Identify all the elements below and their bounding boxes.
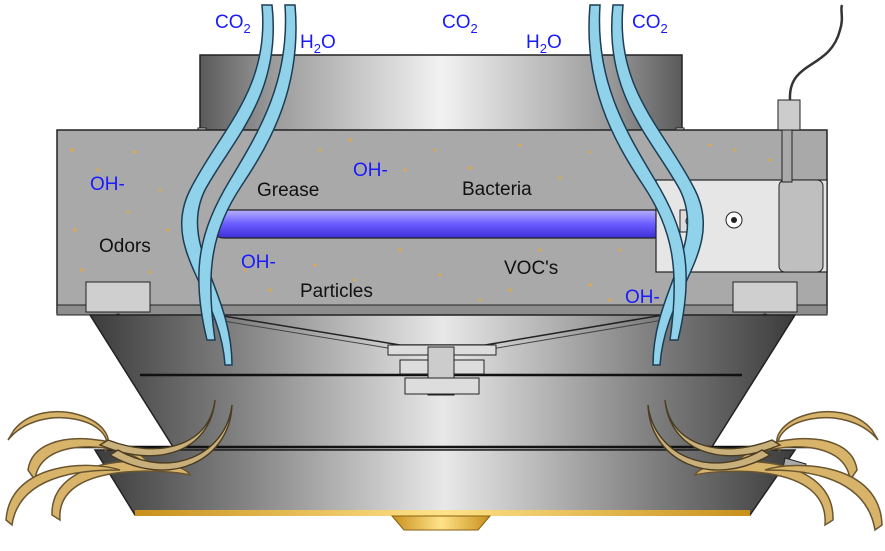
oh-label-3: OH-	[241, 252, 276, 273]
vocs-label: VOC's	[504, 258, 558, 279]
particles-label: Particles	[300, 281, 373, 302]
contaminant-labels: Grease Bacteria Odors Particles VOC's	[99, 179, 558, 302]
grease-speckles	[70, 138, 772, 302]
exhaust-stream-right-2	[588, 4, 687, 341]
co2-label-center: CO2	[442, 12, 478, 36]
intake-stream-right-4	[764, 464, 883, 532]
drip-tray	[93, 449, 807, 531]
odors-label: Odors	[99, 236, 151, 257]
oh-label-4: OH-	[625, 287, 660, 308]
inner-stream-left-2	[108, 404, 233, 471]
inner-stream-right-2	[647, 404, 772, 471]
co2-label-left: CO2	[215, 12, 251, 36]
uv-lamp	[209, 209, 669, 239]
hood-funnel	[55, 312, 830, 451]
power-cord	[788, 4, 844, 101]
intake-stream-left-4	[5, 464, 121, 527]
inner-stream-left-1	[98, 399, 216, 457]
gas-labels: CO2 CO2 CO2 H2O H2O	[215, 12, 668, 56]
center-bracket	[387, 344, 497, 396]
h2o-label-left: H2O	[300, 32, 336, 56]
exhaust-streams	[180, 4, 705, 366]
h2o-label-right: H2O	[526, 32, 562, 56]
intake-stream-right-3	[693, 460, 834, 527]
bacteria-label: Bacteria	[462, 179, 532, 200]
oh-label-2: OH-	[353, 160, 388, 181]
intake-stream-right-1	[776, 410, 879, 453]
hydroxyl-labels: OH- OH- OH- OH-	[90, 160, 660, 308]
grease-label: Grease	[257, 180, 319, 201]
inner-stream-right-1	[664, 399, 782, 457]
co2-label-right: CO2	[632, 12, 668, 36]
intake-stream-left-1	[7, 410, 109, 453]
exhaust-stream-left-2	[198, 4, 297, 341]
intake-stream-left-3	[51, 460, 192, 522]
inner-intake-streams	[98, 399, 782, 471]
oh-label-1: OH-	[90, 174, 125, 195]
